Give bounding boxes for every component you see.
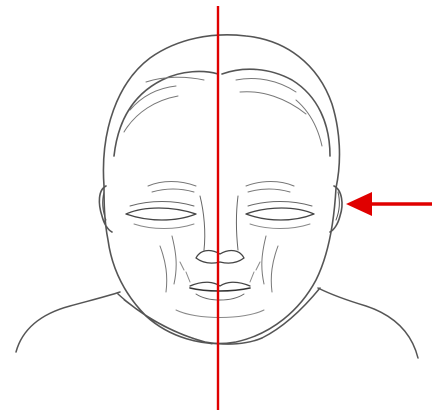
head-outline bbox=[103, 35, 339, 344]
right-shoulder bbox=[318, 288, 418, 358]
upper-lip bbox=[190, 282, 250, 286]
hair-texture-left bbox=[124, 77, 204, 132]
nose-bridge-left bbox=[200, 196, 205, 250]
right-ear-inner bbox=[336, 192, 339, 220]
left-eye bbox=[126, 208, 196, 220]
left-eyebrow bbox=[148, 182, 196, 193]
right-eye-lid bbox=[248, 202, 312, 207]
left-cheek-fold bbox=[160, 236, 176, 292]
right-eye-lower bbox=[250, 224, 310, 229]
features bbox=[126, 182, 314, 318]
nose bbox=[196, 251, 244, 264]
left-shoulder bbox=[16, 292, 120, 352]
chin-wrinkles bbox=[180, 262, 260, 282]
left-eye-lower bbox=[134, 224, 194, 229]
left-collar bbox=[118, 294, 262, 344]
head bbox=[99, 35, 342, 344]
arrow-left-icon bbox=[346, 192, 432, 216]
left-ear bbox=[99, 186, 112, 232]
right-eye bbox=[246, 208, 314, 220]
hair-texture-right bbox=[236, 79, 322, 147]
nose-bridge-right bbox=[237, 196, 239, 250]
chin-fold bbox=[176, 310, 264, 318]
right-eyebrow bbox=[246, 182, 294, 193]
mouth-line bbox=[190, 288, 250, 291]
right-cheek-fold bbox=[262, 236, 278, 292]
hairline-left bbox=[114, 72, 218, 156]
left-eye-lid bbox=[130, 202, 194, 207]
lower-lip bbox=[196, 294, 244, 300]
